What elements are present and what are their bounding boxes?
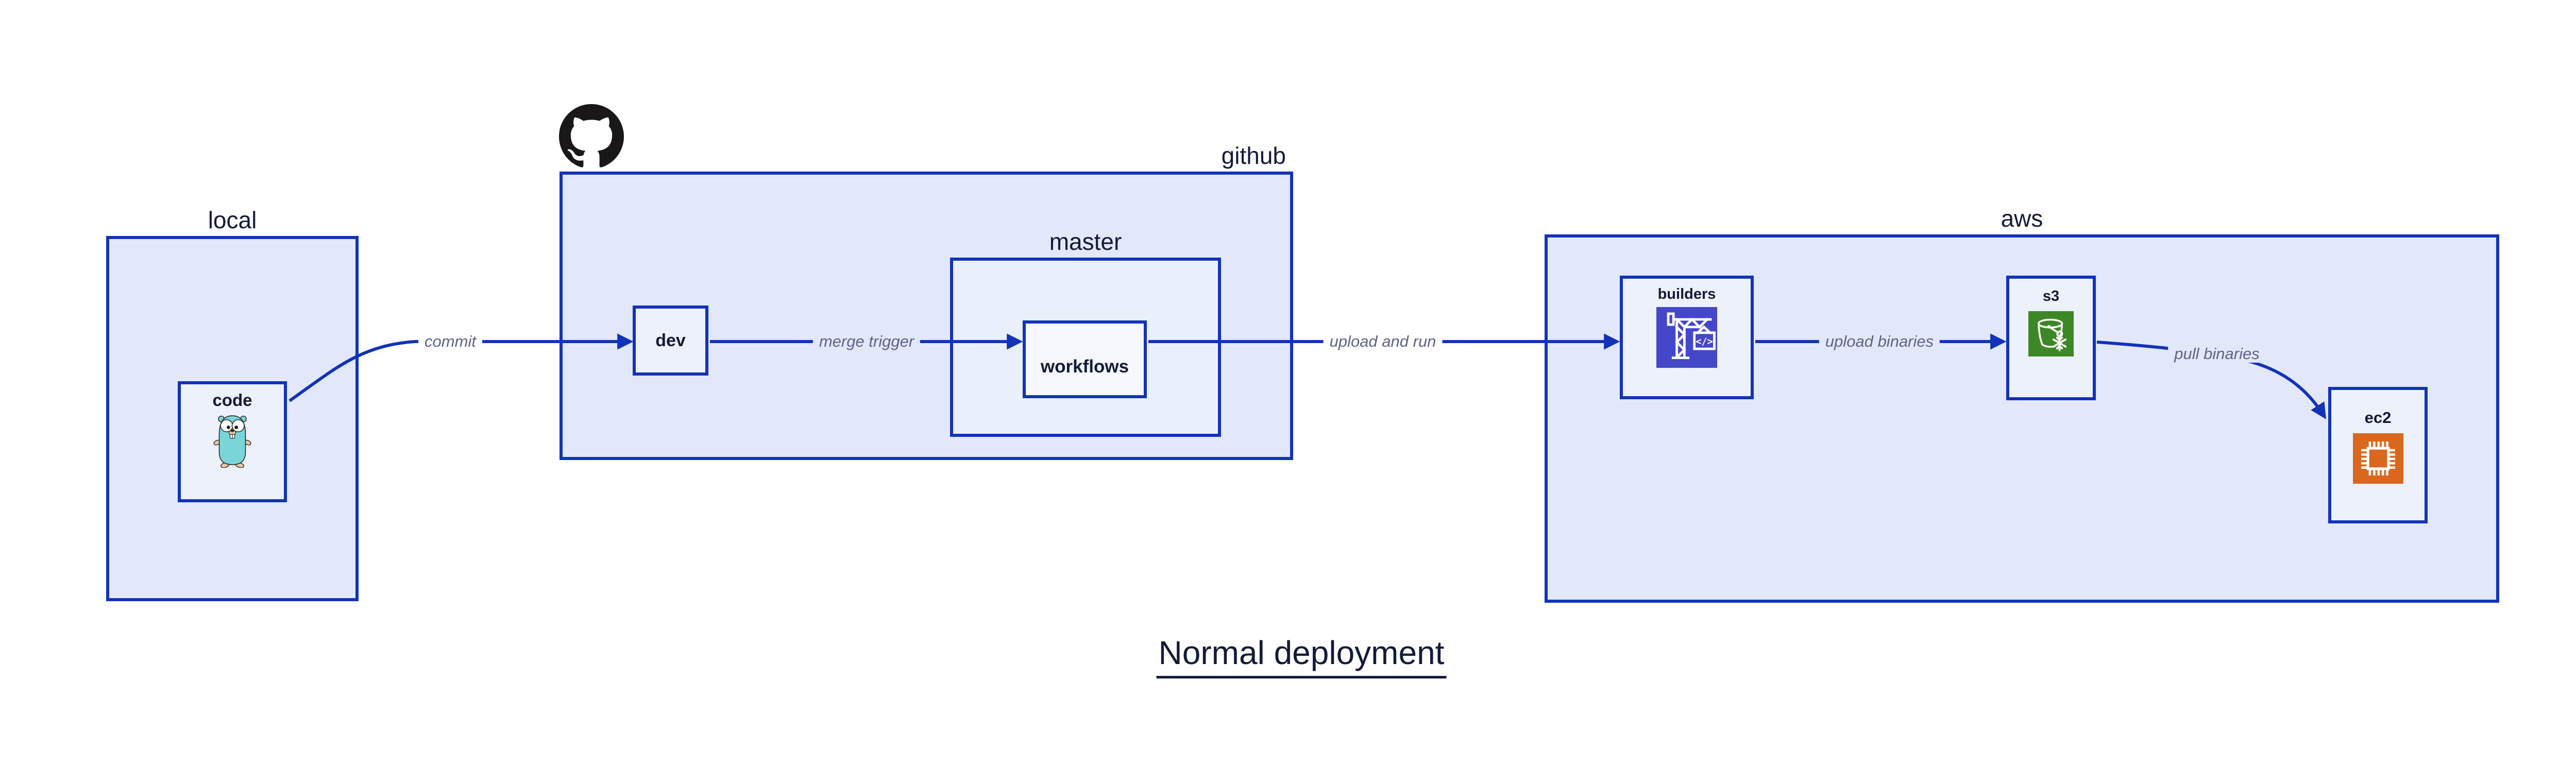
diagram-title: Normal deployment bbox=[1156, 634, 1447, 678]
code-node: code bbox=[178, 381, 287, 502]
master-label: master bbox=[1049, 228, 1122, 255]
github-octocat-logo-icon bbox=[559, 104, 624, 172]
builders-node: builders </ bbox=[1620, 276, 1754, 399]
codebuild-crane-icon: </> bbox=[1656, 307, 1717, 368]
dev-node: dev bbox=[633, 305, 708, 376]
ec2-chip-icon bbox=[2352, 433, 2403, 484]
edge-label-merge-trigger: merge trigger bbox=[812, 332, 921, 351]
edge-label-pull-binaries: pull binaries bbox=[2168, 345, 2266, 363]
go-gopher-icon bbox=[213, 413, 251, 468]
aws-container: aws builders bbox=[1545, 205, 2499, 603]
codebuild-code-glyph: </> bbox=[1696, 336, 1713, 347]
github-label: github bbox=[1221, 142, 1286, 169]
edge-label-upload-and-run: upload and run bbox=[1323, 332, 1443, 351]
dev-node-label: dev bbox=[655, 330, 686, 350]
local-label: local bbox=[208, 207, 257, 233]
github-container: github dev master workflows bbox=[559, 104, 1293, 460]
aws-label: aws bbox=[2001, 205, 2043, 232]
workflows-node-label: workflows bbox=[1040, 356, 1129, 377]
s3-node-label: s3 bbox=[2042, 288, 2060, 304]
ec2-node: ec2 bbox=[2328, 387, 2428, 523]
s3-bucket-snowflake-icon bbox=[2028, 311, 2074, 356]
edge-label-commit: commit bbox=[418, 332, 482, 351]
ec2-node-label: ec2 bbox=[2364, 409, 2392, 427]
workflows-node: workflows bbox=[1023, 320, 1147, 398]
code-node-label: code bbox=[212, 390, 252, 410]
s3-node: s3 bbox=[2006, 276, 2096, 400]
master-container: master workflows bbox=[950, 228, 1221, 437]
edge-label-upload-binaries: upload binaries bbox=[1819, 332, 1940, 351]
builders-node-label: builders bbox=[1657, 286, 1716, 302]
